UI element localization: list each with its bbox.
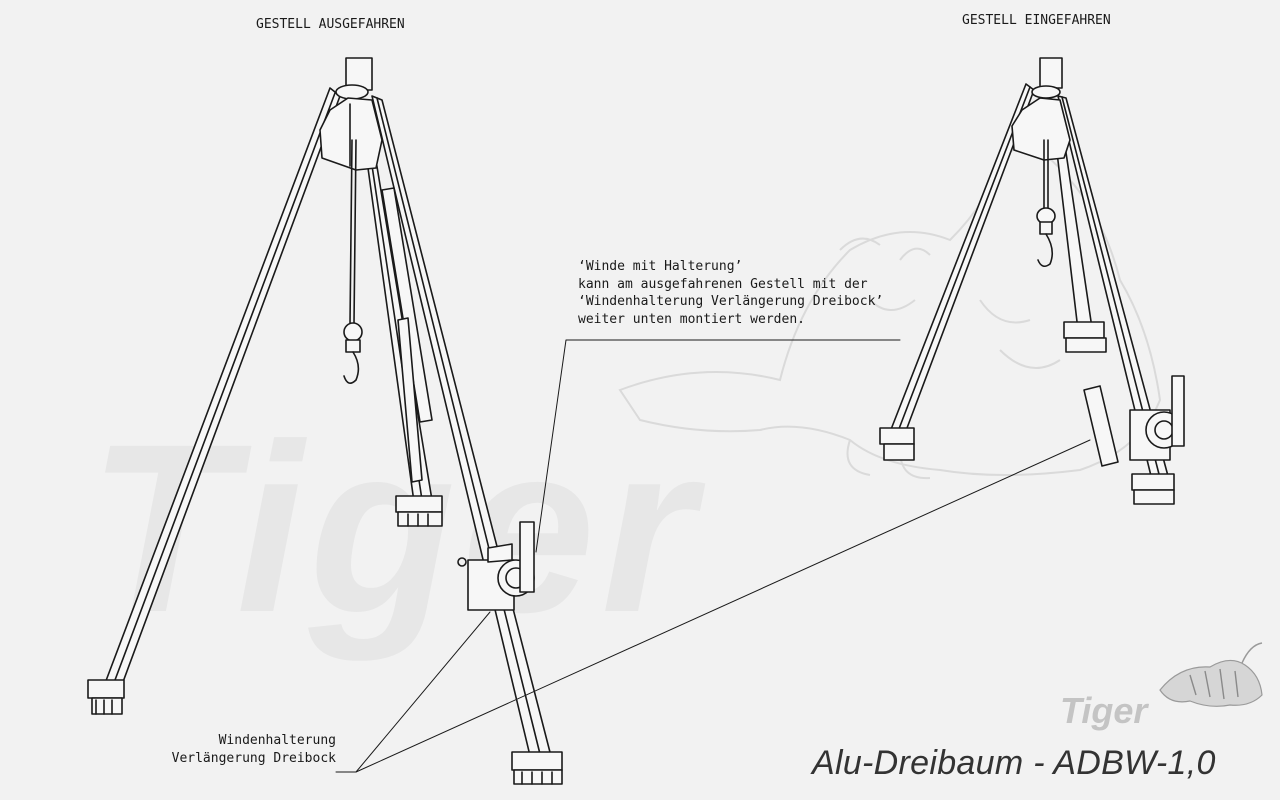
note-line-1: ‘Winde mit Halterung’	[578, 259, 743, 274]
note-line-2: kann am ausgefahrenen Gestell mit der	[578, 276, 868, 292]
mounting-note: ‘Winde mit Halterung’ kann am ausgefahren…	[578, 258, 883, 328]
legend-line-2: Verlängerung Dreibock	[171, 751, 336, 766]
legend-line-1: Windenhalterung	[218, 733, 336, 748]
note-line-3: ‘Windenhalterung Verlängerung Dreibock’	[578, 294, 884, 309]
label-extended: GESTELL AUSGEFAHREN	[256, 17, 405, 32]
tiger-logo-icon	[1159, 642, 1263, 707]
label-retracted: GESTELL EINGEFAHREN	[962, 13, 1111, 28]
tripod-extended	[87, 57, 563, 785]
leader-lines	[335, 339, 1091, 773]
tiger-watermark-text: Tiger	[88, 394, 701, 662]
note-line-4: weiter unten montiert werden.	[578, 311, 805, 327]
bracket-legend: Windenhalterung Verlängerung Dreibock	[156, 732, 336, 768]
product-title: Alu-Dreibaum - ADBW-1,0	[812, 744, 1216, 782]
tripod-retracted	[879, 57, 1185, 505]
tiger-logo-text: Tiger	[1060, 690, 1148, 731]
